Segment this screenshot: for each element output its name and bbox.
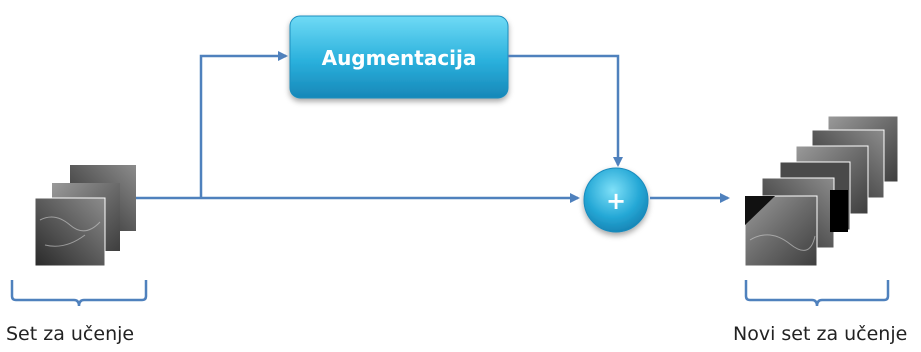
plus-icon: + [606,187,626,215]
combine-plus-node [583,167,649,233]
augmentacija-label: Augmentacija [322,46,477,70]
left-brace [10,280,148,307]
augment-branch-arrow [199,51,288,198]
augment-output-arrow [508,54,623,167]
output-image-stack-icon [744,115,899,267]
input-set-caption: Set za učenje [6,323,135,345]
input-image-stack-icon [34,165,136,267]
output-set-caption: Novi set za učenje [733,323,908,345]
right-brace [744,280,890,307]
